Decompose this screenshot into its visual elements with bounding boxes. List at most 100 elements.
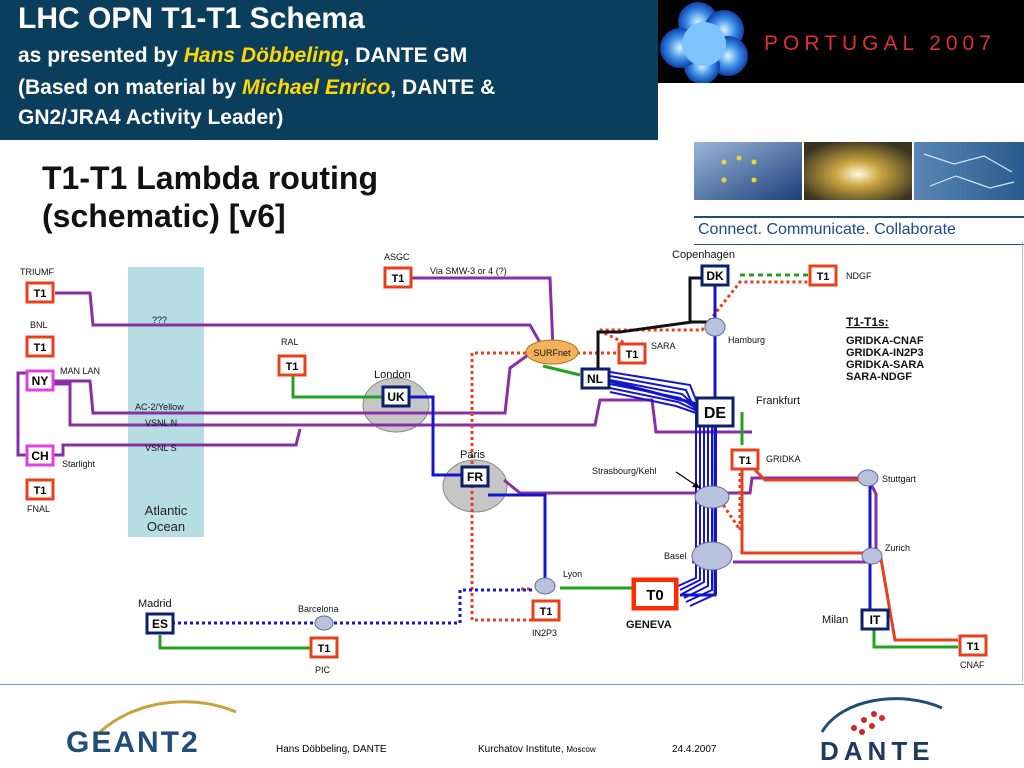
svg-text:NY: NY <box>32 374 49 388</box>
nl-node: NL <box>580 367 611 390</box>
t1-gridka: T1 <box>730 448 760 471</box>
fr-node: FR <box>460 465 490 488</box>
london-label: London <box>374 369 411 381</box>
zurich-point <box>861 547 883 565</box>
tagline: Connect. Communicate. Collaborate <box>698 221 956 238</box>
madrid-label: Madrid <box>138 598 172 610</box>
t1-fnal: T1 <box>25 478 55 501</box>
stuttgart-point <box>857 469 879 487</box>
country-nodes: UK FR NL DK DE ES IT <box>145 264 890 635</box>
t1-pairs-legend: T1-T1s: GRIDKA-CNAF GRIDKA-IN2P3 GRIDKA-… <box>846 315 924 383</box>
sara-label: SARA <box>651 341 676 351</box>
svg-text:T1: T1 <box>540 606 553 618</box>
lyon-label: Lyon <box>563 569 582 579</box>
tagline-bar: Connect. Communicate. Collaborate <box>694 216 1024 245</box>
footer-date: 24.4.2007 <box>672 744 717 755</box>
legend-item: GRIDKA-IN2P3 <box>846 347 924 359</box>
ocean-cable-labels: ??? AC-2/Yellow VSNL N VSNL S <box>135 315 184 453</box>
barcelona-label: Barcelona <box>298 604 339 614</box>
dante-stars-icon <box>851 711 885 735</box>
red-links <box>740 468 958 642</box>
t1-triumf: T1 <box>25 281 55 304</box>
geant2-wordmark: GEANT2 <box>66 726 200 759</box>
gridka-label: GRIDKA <box>766 454 801 464</box>
right-edge-rule <box>1022 242 1023 682</box>
stuttgart-label: Stuttgart <box>882 474 917 484</box>
svg-text:T0: T0 <box>646 587 664 604</box>
black-links <box>596 276 712 370</box>
ac2-label: AC-2/Yellow <box>135 402 184 412</box>
man-lan-label: MAN LAN <box>60 366 100 376</box>
barcelona-point <box>314 615 334 631</box>
footer-venue: Kurchatov Institute, Moscow <box>478 744 596 755</box>
dk-node: DK <box>700 264 730 287</box>
portugal-logo: PORTUGAL 2007 <box>660 2 991 84</box>
blue-dotted-links <box>172 588 535 625</box>
t1-pic: T1 <box>309 636 339 659</box>
triumf-label: TRIUMF <box>20 267 54 277</box>
svg-text:T1: T1 <box>967 641 980 653</box>
t1-sara: T1 <box>617 342 647 365</box>
hamburg-point <box>704 317 726 337</box>
svg-text:SURFnet: SURFnet <box>533 348 571 358</box>
site-labels: TRIUMF BNL MAN LAN Starlight FNAL ASGC R… <box>20 252 985 675</box>
dante-wordmark: DANTE <box>820 736 935 766</box>
svg-text:T1: T1 <box>739 455 752 467</box>
asgc-label: ASGC <box>384 252 410 262</box>
portugal-banner: PORTUGAL 2007 <box>658 0 1024 84</box>
green-links <box>158 273 958 650</box>
footer-author: Hans Döbbeling, DANTE <box>276 744 387 755</box>
basel-point <box>691 541 733 571</box>
diagram-title-line2: (schematic) [v6] <box>42 198 286 234</box>
basel-label: Basel <box>664 551 687 561</box>
svg-text:T1: T1 <box>392 273 405 285</box>
svg-text:T1: T1 <box>318 643 331 655</box>
t1-in2p3: T1 <box>531 599 561 622</box>
lyon-point <box>534 577 556 595</box>
ch-node: CH <box>25 444 55 467</box>
t0-node: T0 <box>631 577 679 611</box>
geneva-label: GENEVA <box>626 619 672 631</box>
fnal-label: FNAL <box>27 504 50 514</box>
svg-text:DE: DE <box>704 405 727 422</box>
de-node: DE <box>695 396 735 428</box>
ocean-label-1: Atlantic <box>145 503 188 518</box>
cnaf-label: CNAF <box>960 660 985 670</box>
svg-text:CH: CH <box>31 449 48 463</box>
photo-strip-images <box>694 142 1024 200</box>
geant2-swoosh-icon <box>98 700 237 734</box>
footer-rule <box>0 684 1024 685</box>
transit-points <box>314 317 883 631</box>
paris-label: Paris <box>460 449 486 461</box>
atlantic-ocean-band <box>128 267 204 537</box>
source-line: (Based on material by Michael Enrico, DA… <box>18 76 496 99</box>
svg-text:T1: T1 <box>34 342 47 354</box>
svg-text:T1: T1 <box>286 361 299 373</box>
pic-label: PIC <box>315 665 331 675</box>
svg-text:T1: T1 <box>34 288 47 300</box>
svg-text:T1: T1 <box>34 485 47 497</box>
diagram-title-line1: T1-T1 Lambda routing <box>42 160 378 196</box>
svg-text:UK: UK <box>387 390 405 404</box>
exchange-nodes: NY CH <box>25 369 55 467</box>
title-banner: LHC OPN T1-T1 Schema as presented by Han… <box>0 0 658 140</box>
bnl-label: BNL <box>30 320 48 330</box>
t1-nodes: T1 T1 T1 T1 T1 T1 T1 T1 T1 T1 T1 <box>25 264 988 659</box>
svg-text:IT: IT <box>870 613 881 627</box>
network-map-photo <box>914 142 1024 200</box>
milan-label: Milan <box>822 614 848 626</box>
hamburg-label: Hamburg <box>728 335 765 345</box>
svg-text:NL: NL <box>587 372 603 386</box>
dante-logo: DANTE <box>820 697 943 766</box>
legend-item: GRIDKA-SARA <box>846 359 924 371</box>
strasbourg-label: Strasbourg/Kehl <box>592 466 657 476</box>
legend-title: T1-T1s: <box>846 315 889 329</box>
t1-bnl: T1 <box>25 335 55 358</box>
source-name: Michael Enrico <box>242 76 391 99</box>
zurich-label: Zurich <box>885 543 910 553</box>
ndgf-label: NDGF <box>846 271 872 281</box>
source-role-line: GN2/JRA4 Activity Leader) <box>18 106 284 129</box>
t1-ral: T1 <box>277 354 307 377</box>
ny-node: NY <box>25 369 55 392</box>
legend-item: SARA-NDGF <box>846 371 912 383</box>
